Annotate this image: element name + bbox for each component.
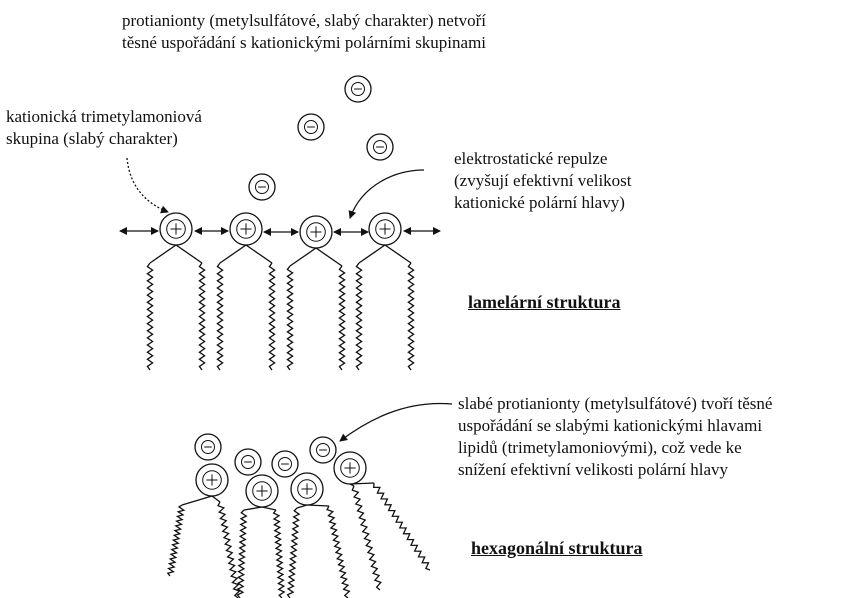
tail-joint	[243, 506, 263, 511]
hydrocarbon-tail	[166, 504, 186, 577]
tail-joint	[149, 244, 177, 264]
tail-joint	[219, 244, 247, 264]
pointer-arrow-repulsion	[348, 169, 425, 219]
anion-circle	[248, 173, 276, 201]
hydrocarbon-tail	[286, 507, 301, 598]
tail-joint	[261, 506, 277, 511]
hydrocarbon-tail	[236, 509, 248, 598]
hex-note: slabé protianionty (metylsulfátové) tvoř…	[458, 393, 772, 481]
cation-head	[229, 212, 263, 246]
tail-joint	[315, 247, 343, 267]
lamellar-title: lamelární struktura	[468, 292, 621, 312]
anion-circle	[271, 450, 299, 478]
anion-circle	[366, 133, 394, 161]
hydrocarbon-tail	[407, 262, 415, 371]
top-note: protianionty (metylsulfátové, slabý char…	[122, 10, 486, 54]
tail-joint	[211, 495, 221, 503]
hydrocarbon-tail	[217, 501, 241, 598]
hex-note-line-3: lipidů (trimetylamoniovými), což vede ke	[458, 438, 742, 457]
hydrocarbon-tail	[286, 265, 294, 371]
cation-note-line-1: kationická trimetylamoniová	[6, 107, 202, 126]
hex-note-line-2: uspořádání se slabými kationickými hlava…	[458, 416, 763, 435]
tail-joint	[384, 244, 412, 264]
hydrocarbon-tail	[146, 262, 154, 371]
cation-head	[368, 212, 402, 246]
repulsion-note-line-1: elektrostatické repulze	[454, 149, 608, 168]
hex-note-line-4: snížení efektivní velikosti polární hlav…	[458, 460, 729, 479]
top-note-line-1: protianionty (metylsulfátové, slabý char…	[122, 11, 486, 30]
pointer-arrow-hexagonal	[339, 402, 453, 442]
hydrocarbon-tail	[198, 262, 206, 371]
hydrocarbon-tail	[373, 482, 431, 571]
repulsion-note: elektrostatické repulze (zvyšují efektiv…	[454, 148, 632, 214]
hydrocarbon-tail	[351, 485, 382, 591]
repulsion-note-line-2: (zvyšují efektivní velikost	[454, 171, 632, 190]
hydrocarbon-tail	[216, 262, 224, 371]
hex-note-line-1: slabé protianionty (metylsulfátové) tvoř…	[458, 394, 773, 413]
cation-note-line-2: skupina (slabý charakter)	[6, 129, 178, 148]
top-note-line-2: těsné uspořádání s kationickými polárním…	[122, 33, 487, 52]
cation-head	[159, 212, 193, 246]
tail-joint	[245, 244, 273, 264]
anion-circle	[297, 113, 325, 141]
anion-circle	[344, 75, 372, 103]
tail-joint	[175, 244, 203, 264]
anion-circle	[309, 436, 337, 464]
hydrocarbon-tail	[338, 265, 346, 371]
repulsion-note-line-3: kationické polární hlavy)	[454, 193, 625, 212]
tail-joint	[181, 495, 213, 506]
pointer-arrow-cation	[126, 157, 169, 214]
anion-circle	[234, 448, 262, 476]
hydrocarbon-tail	[268, 262, 276, 371]
cation-head	[245, 474, 279, 508]
cation-head	[195, 463, 229, 497]
tail-joint	[358, 244, 386, 264]
cation-head	[299, 215, 333, 249]
hydrocarbon-tail	[272, 509, 286, 598]
hydrocarbon-tail	[355, 262, 363, 371]
hexagonal-title: hexagonální struktura	[471, 538, 643, 558]
anion-circle	[194, 433, 222, 461]
tail-joint	[289, 247, 317, 267]
cation-head	[290, 472, 324, 506]
cation-head	[333, 451, 367, 485]
hydrocarbon-tail	[326, 505, 351, 598]
cation-note: kationická trimetylamoniová skupina (sla…	[6, 106, 202, 150]
